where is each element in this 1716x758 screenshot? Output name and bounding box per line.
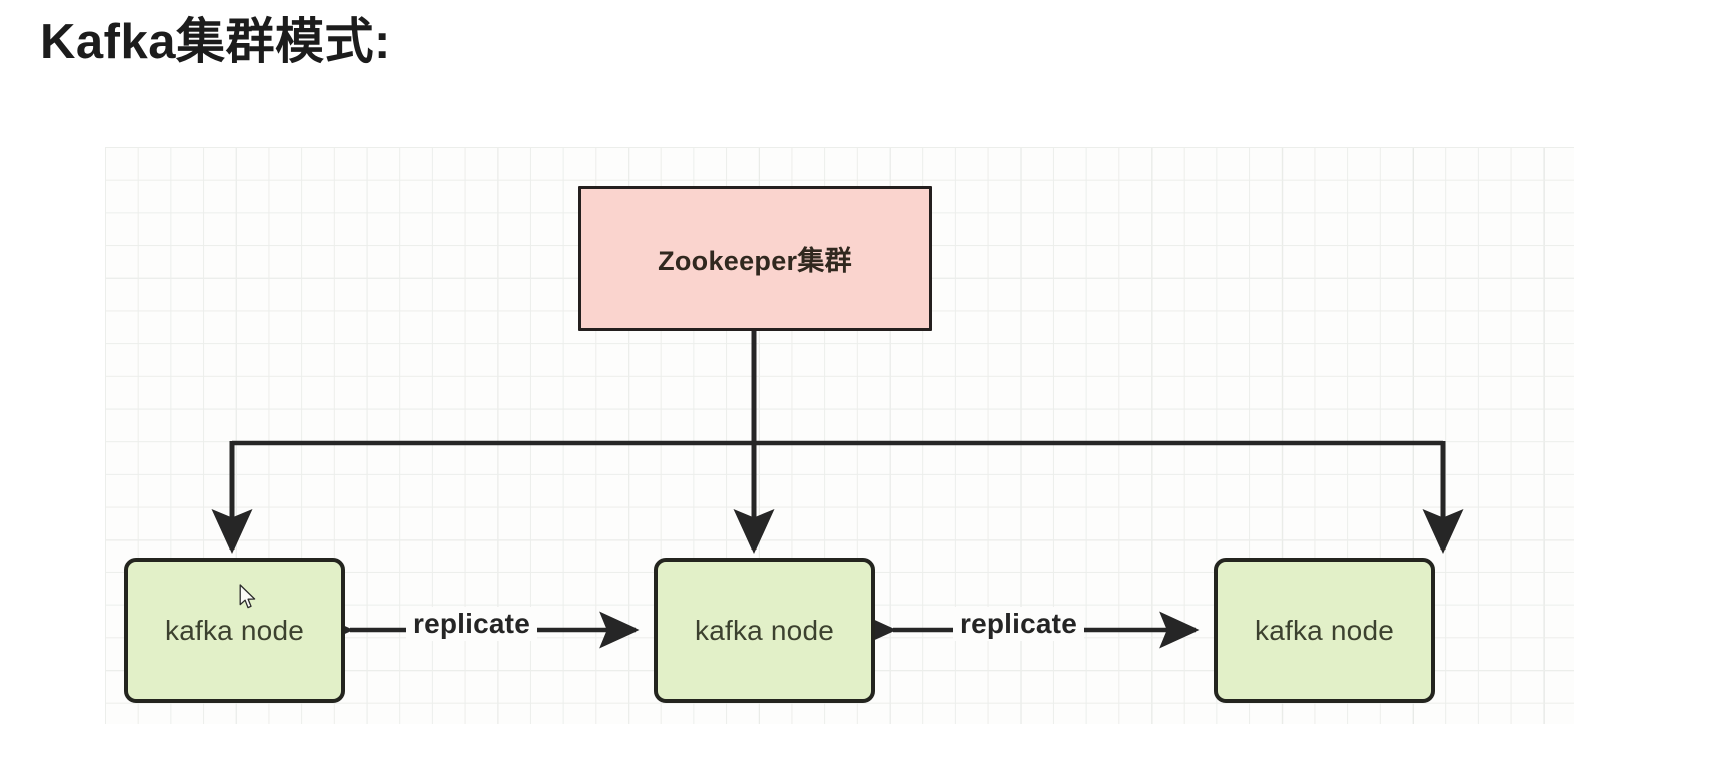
diagram-canvas: Zookeeper集群 kafka node kafka node kafka … xyxy=(105,147,1574,724)
node-kafka-node-2-label: kafka node xyxy=(695,614,834,646)
node-zookeeper-label: Zookeeper集群 xyxy=(658,246,852,276)
node-kafka-node-2[interactable]: kafka node xyxy=(654,558,875,703)
edge-label-replicate-1: replicate xyxy=(406,607,537,641)
node-kafka-node-1-label: kafka node xyxy=(165,614,304,646)
node-kafka-node-3[interactable]: kafka node xyxy=(1214,558,1435,703)
edge-label-replicate-2: replicate xyxy=(953,607,1084,641)
node-kafka-node-1[interactable]: kafka node xyxy=(124,558,345,703)
node-zookeeper[interactable]: Zookeeper集群 xyxy=(578,186,932,331)
page-title: Kafka集群模式: xyxy=(40,15,391,69)
node-kafka-node-3-label: kafka node xyxy=(1255,614,1394,646)
